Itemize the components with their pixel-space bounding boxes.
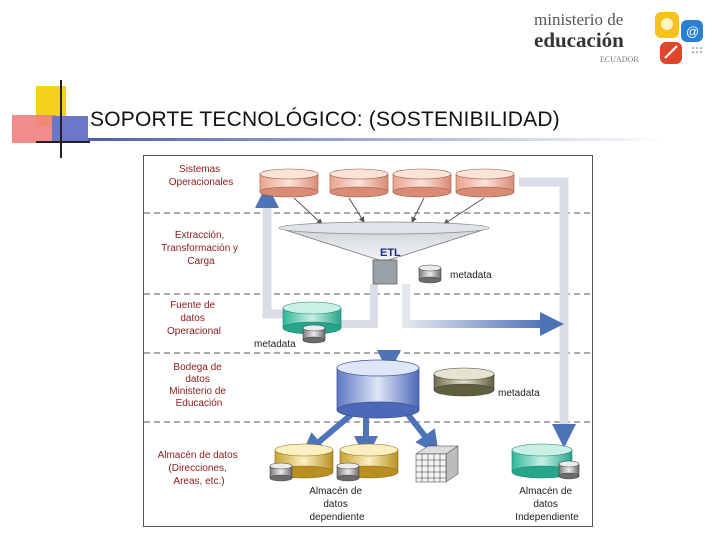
caption-dependiente: Almacén de datos dependiente — [309, 486, 365, 523]
metadata-bodega-db — [433, 367, 495, 397]
decor-horizontal-line — [36, 141, 90, 143]
funnel-arrows — [293, 197, 485, 225]
logo-line1: ministerio de — [534, 10, 623, 29]
slide-title: SOPORTE TECNOLÓGICO: (SOSTENIBILIDAD) — [90, 108, 560, 131]
source-system-db-2 — [329, 168, 389, 198]
source-system-db-3 — [392, 168, 452, 198]
source-system-db-4 — [455, 168, 515, 198]
metadata-etl-label: metadata — [450, 270, 492, 281]
pipes — [255, 177, 576, 460]
independent-mart-meta — [558, 460, 580, 480]
label-fuente: Fuente de datos Operacional — [167, 300, 221, 337]
decor-red-square — [12, 115, 56, 143]
logo-dots-icon — [691, 46, 703, 54]
decor-blue-square — [52, 116, 88, 142]
label-bodega: Bodega de datos Ministerio de Educación — [169, 362, 228, 409]
ministerio-logo: ministerio de educación ECUADOR @ — [534, 10, 703, 64]
olap-cube-icon — [415, 445, 459, 483]
title-underline — [88, 138, 668, 141]
source-system-db-1 — [259, 168, 319, 198]
dependent-mart-meta-2 — [336, 462, 360, 482]
metadata-fuente-label: metadata — [254, 339, 296, 350]
data-warehouse-diagram: Sistemas Operacionales Extracción, Trans… — [143, 155, 593, 527]
caption-independiente: Almacén de datos Independiente — [515, 486, 579, 523]
label-etl-layer: Extracción, Transformación y Carga — [161, 230, 241, 267]
metadata-etl-db — [418, 264, 442, 284]
diagram-canvas: Sistemas Operacionales Extracción, Trans… — [144, 164, 592, 523]
logo-line3: ECUADOR — [600, 55, 639, 64]
label-sistemas: Sistemas Operacionales — [169, 164, 233, 188]
data-warehouse-db — [336, 359, 420, 419]
logo-blue-icon — [681, 20, 703, 42]
etl-funnel — [278, 221, 490, 285]
independent-mart-db — [511, 443, 573, 479]
metadata-fuente-db — [302, 324, 326, 344]
logo-line2: educación — [534, 28, 624, 52]
dependent-mart-meta-1 — [269, 462, 293, 482]
label-almacen: Almacén de datos (Direcciones, Areas, et… — [158, 450, 241, 487]
metadata-bodega-label: metadata — [498, 388, 540, 399]
etl-label: ETL — [380, 247, 401, 259]
at-icon: @ — [686, 24, 699, 39]
decor-vertical-line — [60, 80, 62, 158]
